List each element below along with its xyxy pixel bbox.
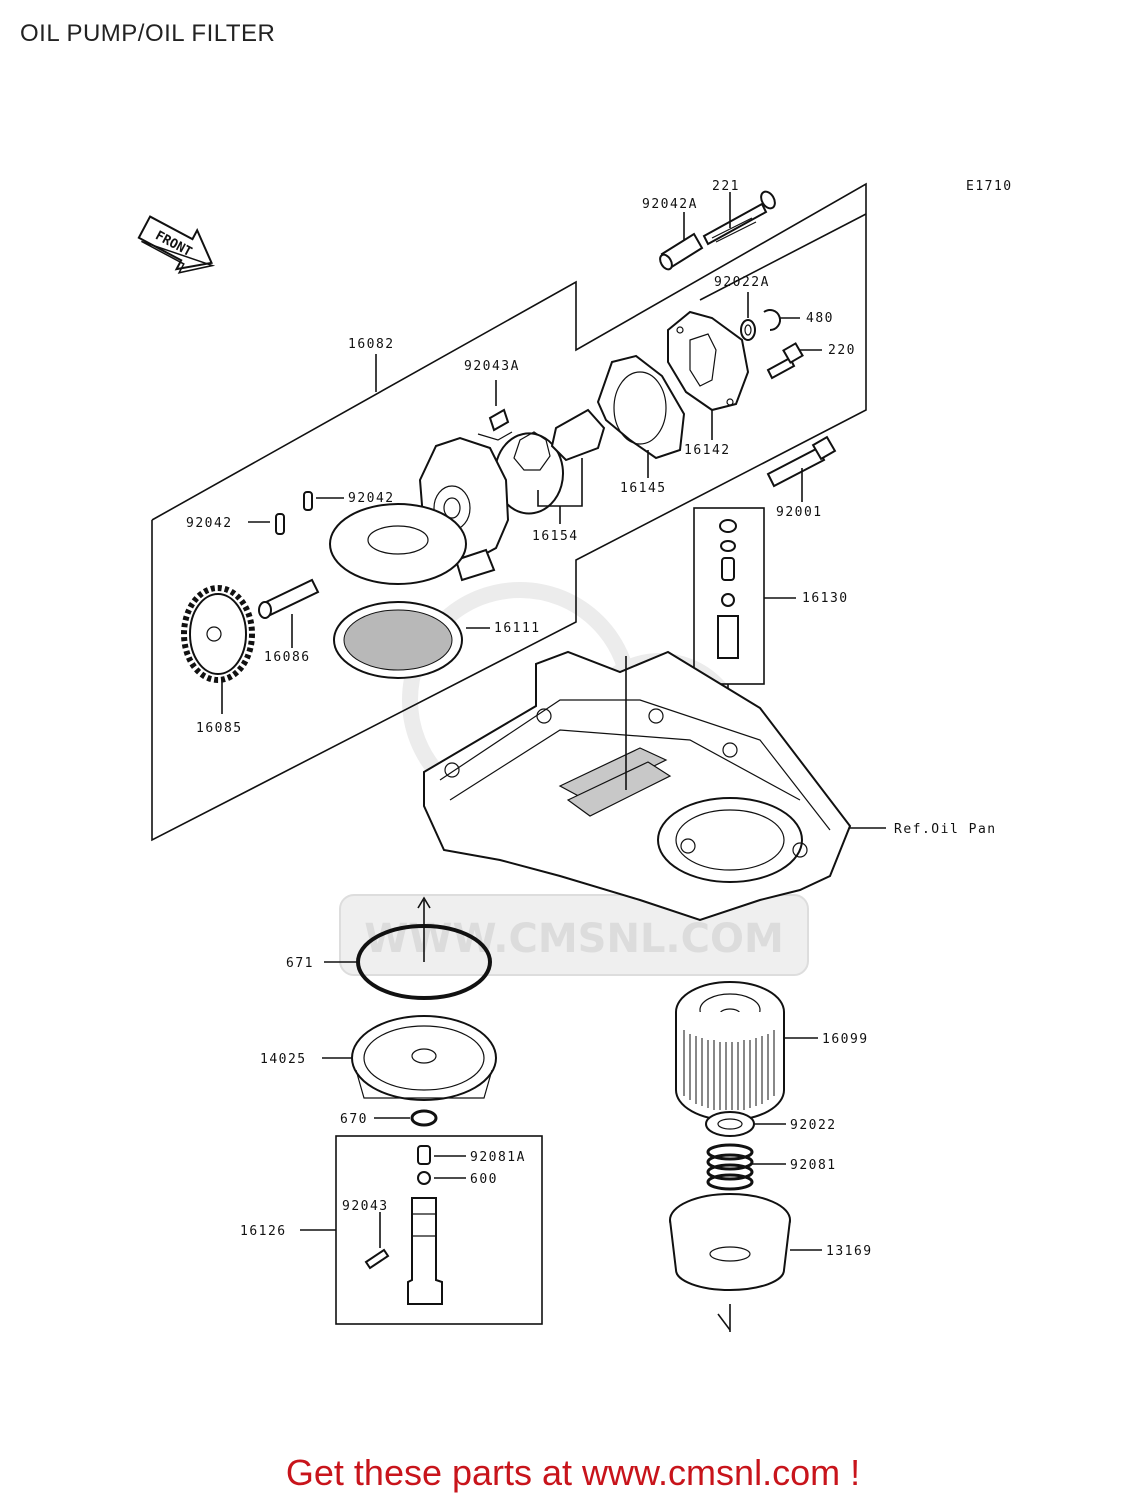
callout-16130: 16130 (802, 591, 849, 606)
callout-14025: 14025 (260, 1052, 307, 1067)
callout-92022a: 92022A (714, 275, 770, 290)
callout-16126: 16126 (240, 1224, 287, 1239)
callout-92042-b: 92042 (186, 516, 233, 531)
callout-670: 670 (340, 1112, 368, 1127)
callout-16111: 16111 (494, 621, 541, 636)
callout-13169: 13169 (826, 1244, 873, 1259)
part-16154-rotors (494, 408, 606, 524)
callout-671: 671 (286, 956, 314, 971)
front-arrow-icon: FRONT (137, 215, 216, 274)
part-92042a-sleeve (659, 212, 704, 271)
callout-221: 221 (712, 179, 740, 194)
callout-ref-oil-pan: Ref.Oil Pan (894, 822, 997, 837)
watermark-text: WWW.CMSNL.COM (364, 916, 784, 962)
callout-92081a: 92081A (470, 1150, 526, 1165)
part-221-bolt (702, 190, 776, 246)
callout-92042a: 92042A (642, 197, 698, 212)
callout-16142: 16142 (684, 443, 731, 458)
oil-pan (423, 650, 886, 922)
callout-220: 220 (828, 343, 856, 358)
part-14025-cover (322, 1015, 497, 1101)
callout-480: 480 (806, 311, 834, 326)
callout-labels: 221 92042A 92022A 480 220 16082 92043A 1… (186, 179, 997, 1259)
part-16145-gasket (596, 354, 686, 478)
part-16126-bypass-valve (300, 1135, 543, 1325)
part-16085-gear (181, 585, 255, 714)
part-92042-dowel-b (248, 513, 285, 535)
callout-600: 600 (470, 1172, 498, 1187)
part-16142-cover (667, 310, 750, 440)
callout-92043: 92043 (342, 1199, 389, 1214)
callout-16145: 16145 (620, 481, 667, 496)
part-16130-relief-valve (693, 507, 796, 712)
part-13169-filter-housing (669, 1193, 822, 1332)
part-92022-washer (705, 1111, 786, 1137)
page-title: OIL PUMP/OIL FILTER (20, 20, 276, 47)
part-16086-shaft (258, 578, 320, 648)
callout-92042-a: 92042 (348, 491, 395, 506)
part-16111-strainer (329, 503, 490, 679)
callout-92022: 92022 (790, 1118, 837, 1133)
callout-16082: 16082 (348, 337, 395, 352)
part-92081-spring (706, 1143, 786, 1191)
callout-92081: 92081 (790, 1158, 837, 1173)
callout-16085: 16085 (196, 721, 243, 736)
diagram-code: E1710 (966, 179, 1013, 194)
part-92042-dowel-a (303, 491, 344, 511)
part-670-o-ring (374, 1109, 438, 1127)
part-16099-oil-filter (675, 981, 818, 1121)
part-92001-bolt (766, 435, 837, 502)
part-92022a-washer (740, 292, 756, 341)
callout-92001: 92001 (776, 505, 823, 520)
part-92043a-pin (477, 380, 513, 441)
callout-16086: 16086 (264, 650, 311, 665)
callout-92043a: 92043A (464, 359, 520, 374)
callout-16154: 16154 (532, 529, 579, 544)
oil-pump-assembly-frame (151, 182, 867, 842)
part-220-bolt (766, 342, 822, 380)
footer-link[interactable]: Get these parts at www.cmsnl.com ! (285, 1452, 861, 1493)
callout-16099: 16099 (822, 1032, 869, 1047)
part-671-o-ring (324, 896, 492, 1000)
part-480-clip (763, 309, 800, 331)
